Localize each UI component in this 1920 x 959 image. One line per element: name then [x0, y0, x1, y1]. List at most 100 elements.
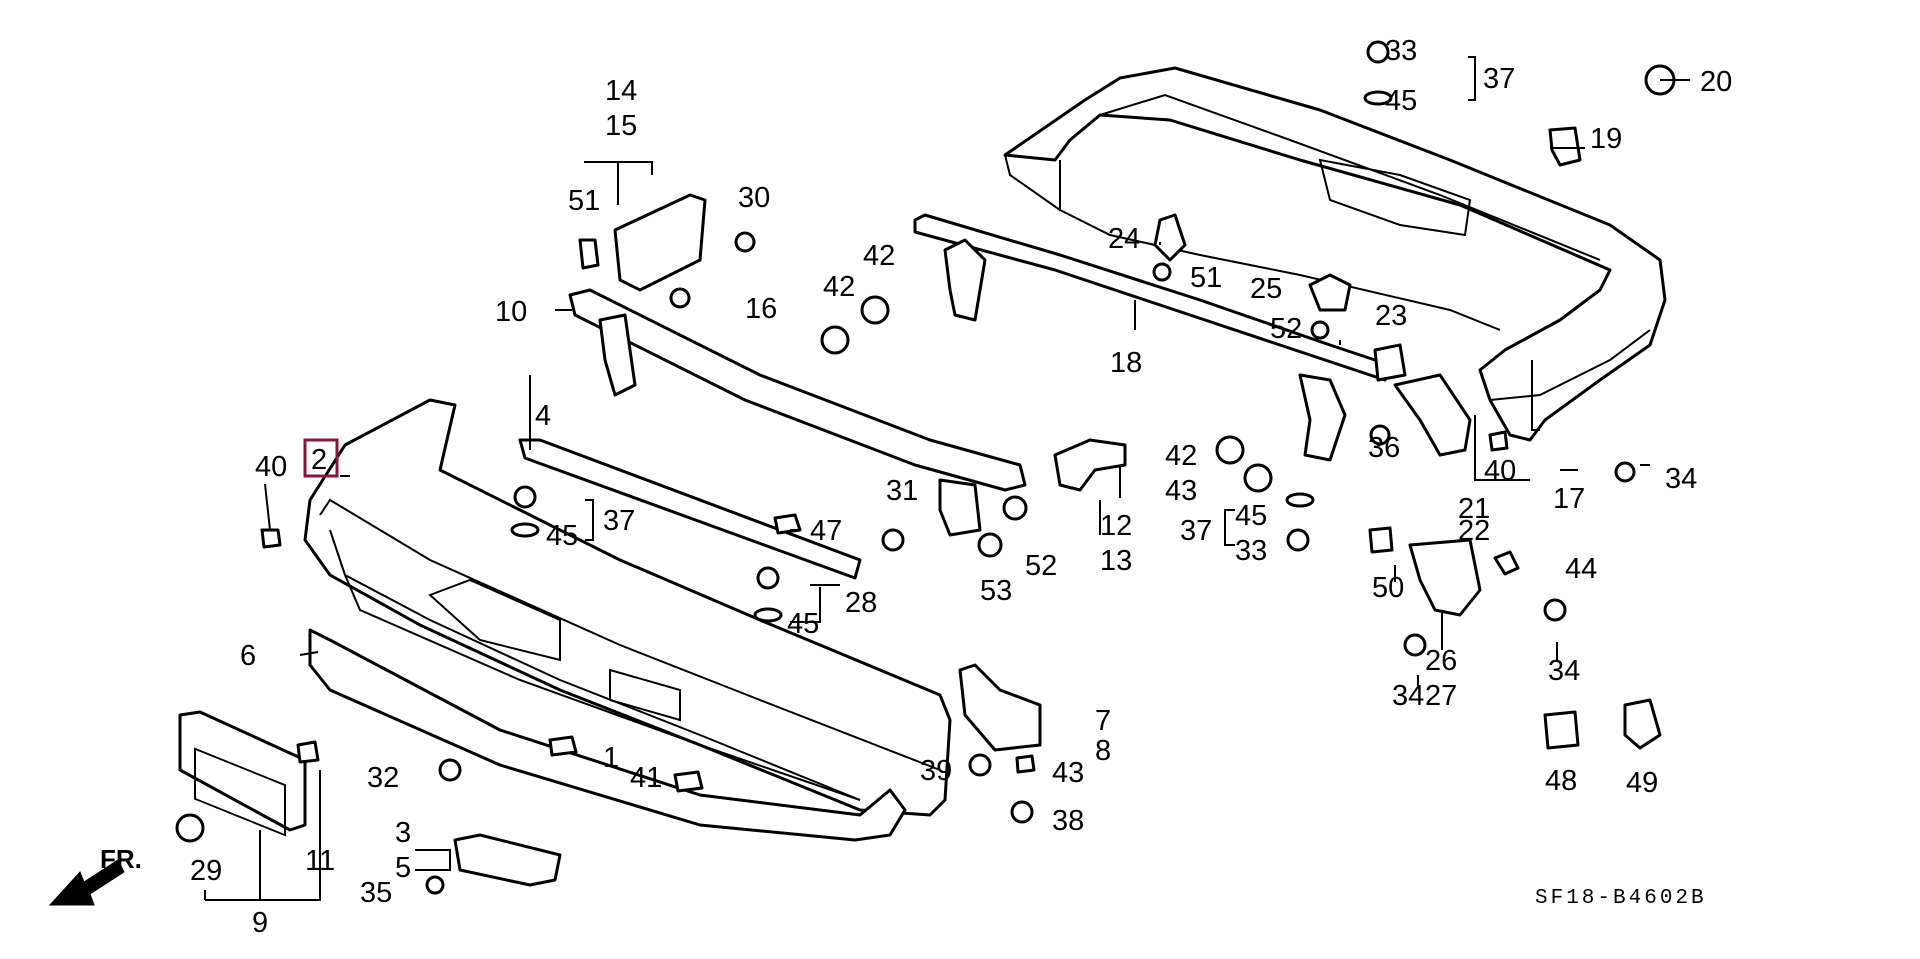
face-strip	[518, 438, 862, 580]
callout-37c[interactable]: 37	[1180, 515, 1212, 547]
callout-9[interactable]: 9	[252, 907, 268, 939]
callout-7[interactable]: 7	[1095, 705, 1111, 737]
bracket-3-5	[453, 833, 562, 887]
diagram-code: SF18-B4602B	[1535, 887, 1707, 910]
callout-37a[interactable]: 37	[603, 505, 635, 537]
callout-5[interactable]: 5	[395, 852, 411, 884]
callout-33b[interactable]: 33	[1235, 535, 1267, 567]
callout-47[interactable]: 48	[1545, 765, 1577, 797]
callout-36[interactable]: 34	[1665, 463, 1697, 495]
clip-48	[1623, 698, 1662, 750]
callout-25[interactable]: 25	[1250, 273, 1282, 305]
callout-17[interactable]: 17	[1553, 483, 1585, 515]
callout-51a[interactable]: 51	[1190, 262, 1222, 294]
callout-3[interactable]: 3	[395, 817, 411, 849]
rear-bumper-face	[1003, 66, 1667, 442]
callout-44[interactable]: 44	[1565, 553, 1597, 585]
callout-34a[interactable]: 34	[1392, 680, 1424, 712]
callout-42c[interactable]: 42	[1165, 440, 1197, 472]
clip-40-rear	[1488, 430, 1509, 452]
callout-48[interactable]: 49	[1626, 767, 1658, 799]
callout-53[interactable]: 53	[980, 575, 1012, 607]
callout-labels: 14 15 51 30 16 10 42 42 4 2 40 45 37 47 …	[190, 35, 1732, 939]
callout-12[interactable]: 12	[1100, 510, 1132, 542]
callout-16[interactable]: 16	[745, 293, 777, 325]
callout-46[interactable]: 47	[810, 515, 842, 547]
front-direction-arrow: FR.	[48, 844, 142, 906]
bracket-19	[1548, 126, 1582, 167]
callout-41[interactable]: 41	[630, 762, 662, 794]
callout-35b[interactable]: 36	[1368, 432, 1400, 464]
callout-11[interactable]: 11	[305, 845, 335, 877]
callout-28[interactable]: 28	[845, 587, 877, 619]
callout-52[interactable]: 52	[1025, 550, 1057, 582]
front-bumper-beam	[568, 288, 1027, 537]
clip-11	[296, 740, 320, 764]
callout-22[interactable]: 22	[1458, 515, 1490, 547]
highlight-box	[303, 438, 339, 478]
rear-bumper-beam	[913, 213, 1392, 462]
callout-1[interactable]: 1	[603, 742, 619, 774]
callout-42d[interactable]: 43	[1165, 475, 1197, 507]
callout-37b[interactable]: 37	[1483, 63, 1515, 95]
callout-23[interactable]: 23	[1375, 300, 1407, 332]
callout-33a[interactable]: 33	[1385, 35, 1417, 67]
clip-1	[548, 735, 578, 757]
callout-42b[interactable]: 42	[863, 240, 895, 272]
callout-27[interactable]: 27	[1425, 680, 1457, 712]
clip-44	[1493, 550, 1520, 576]
callout-49[interactable]: 51	[568, 185, 600, 217]
callout-45c[interactable]: 45	[1385, 85, 1417, 117]
callout-32[interactable]: 32	[367, 762, 399, 794]
bracket-26-27	[1408, 538, 1482, 617]
bracket-21-22	[1393, 373, 1472, 457]
callout-2[interactable]: 2	[311, 444, 327, 476]
callout-34b[interactable]: 34	[1548, 655, 1580, 687]
callout-45a[interactable]: 45	[546, 520, 578, 552]
front-spoiler	[308, 628, 907, 842]
clip-47	[1543, 710, 1580, 750]
callout-26[interactable]: 26	[1425, 645, 1457, 677]
callout-51b[interactable]: 52	[1270, 313, 1302, 345]
front-bumper-face	[303, 398, 952, 817]
bracket-14-15	[578, 193, 707, 292]
direction-label: FR.	[100, 844, 142, 874]
callout-45b[interactable]: 45	[787, 608, 819, 640]
license-bracket	[178, 710, 307, 837]
callout-45d[interactable]: 45	[1235, 500, 1267, 532]
callout-18[interactable]: 18	[1110, 347, 1142, 379]
bracket-12-13	[1053, 438, 1127, 492]
callout-35a[interactable]: 35	[360, 877, 392, 909]
callout-15[interactable]: 15	[605, 110, 637, 142]
callout-6[interactable]: 6	[240, 640, 256, 672]
callout-40a[interactable]: 40	[255, 451, 287, 483]
callout-31[interactable]: 31	[886, 475, 918, 507]
callout-40b[interactable]: 40	[1484, 455, 1516, 487]
callout-39[interactable]: 39	[920, 755, 952, 787]
clip-43	[1015, 754, 1036, 774]
callout-14[interactable]: 14	[605, 75, 637, 107]
callout-8[interactable]: 8	[1095, 735, 1111, 767]
callout-50[interactable]: 50	[1372, 572, 1404, 604]
callout-20[interactable]: 20	[1700, 66, 1732, 98]
callout-42a[interactable]: 42	[823, 271, 855, 303]
bracket-23	[1373, 343, 1407, 382]
callout-30[interactable]: 30	[738, 182, 770, 214]
bracket-25	[1308, 273, 1352, 312]
callout-21[interactable]: 21	[1458, 493, 1490, 525]
callout-38[interactable]: 38	[1052, 805, 1084, 837]
callout-13[interactable]: 13	[1100, 545, 1132, 577]
callout-43[interactable]: 43	[1052, 757, 1084, 789]
fasteners	[175, 40, 1676, 895]
callout-4[interactable]: 4	[535, 400, 551, 432]
callout-10[interactable]: 10	[495, 296, 527, 328]
callout-19[interactable]: 19	[1590, 123, 1622, 155]
bracket-24	[1153, 213, 1187, 262]
clip-40-front	[260, 528, 282, 549]
clip-41	[673, 770, 704, 793]
callout-24[interactable]: 24	[1108, 223, 1140, 255]
leader-lines	[204, 56, 1690, 901]
callout-29[interactable]: 29	[190, 855, 222, 887]
